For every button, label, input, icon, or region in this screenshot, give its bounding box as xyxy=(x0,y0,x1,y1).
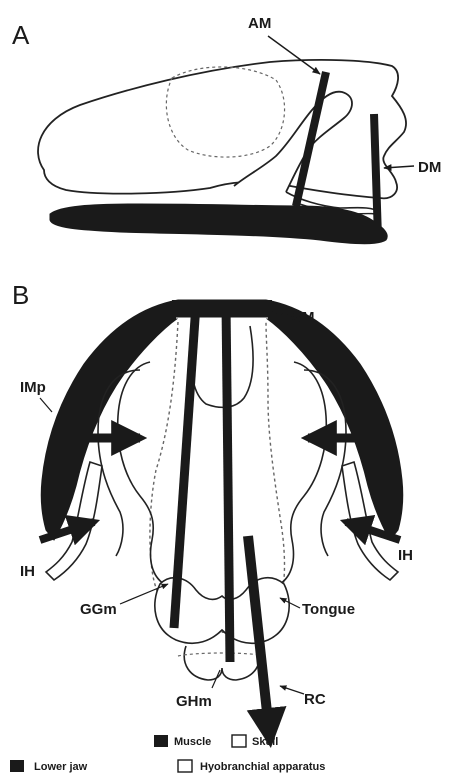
panel-b-leader-rc xyxy=(280,686,304,694)
panel-a: A AM DM xyxy=(12,15,441,244)
panel-b-label-ghm: GHm xyxy=(176,693,212,710)
panel-b-label-ih-right: IH xyxy=(398,547,413,564)
panel-b-hyobranchial-right-inner xyxy=(280,362,326,584)
panel-a-label-dm: DM xyxy=(418,159,441,176)
legend: Muscle Skull Lower jaw Hyobranchial appa… xyxy=(10,735,325,773)
panel-b-label-ggm: GGm xyxy=(80,601,117,618)
panel-a-leader-dm xyxy=(384,166,414,168)
panel-b-label-imp: IMp xyxy=(20,379,46,396)
panel-b-muscle-ghm xyxy=(226,304,230,662)
panel-b-label-ih-left: IH xyxy=(20,563,35,580)
panel-b-label-tongue: Tongue xyxy=(302,601,355,618)
panel-b-hyobranchial-tail xyxy=(184,646,259,680)
panel-a-skull-outline xyxy=(38,60,406,198)
panel-b-dotted-inner xyxy=(178,653,266,656)
legend-muscle-label: Muscle xyxy=(174,736,211,748)
panel-a-lower-jaw xyxy=(50,204,387,244)
panel-a-muscle-dm xyxy=(374,114,378,238)
legend-skull-swatch xyxy=(232,735,246,747)
legend-lower-jaw-label: Lower jaw xyxy=(34,761,88,773)
legend-hyobranchial-label: Hyobranchial apparatus xyxy=(200,761,325,773)
legend-lower-jaw-swatch xyxy=(10,760,24,772)
panel-b-letter: B xyxy=(12,280,29,310)
panel-b-label-sm: SM xyxy=(292,309,315,326)
legend-hyobranchial-swatch xyxy=(178,760,192,772)
panel-b-label-rc: RC xyxy=(304,691,326,708)
panel-b-hyobranchial-left-inner xyxy=(118,362,164,584)
panel-a-label-am: AM xyxy=(248,15,271,32)
panel-b-leader-imp xyxy=(40,398,52,412)
panel-a-letter: A xyxy=(12,20,30,50)
panel-b: B SM xyxy=(12,280,413,740)
legend-skull-label: Skull xyxy=(252,736,278,748)
legend-muscle-swatch xyxy=(154,735,168,747)
